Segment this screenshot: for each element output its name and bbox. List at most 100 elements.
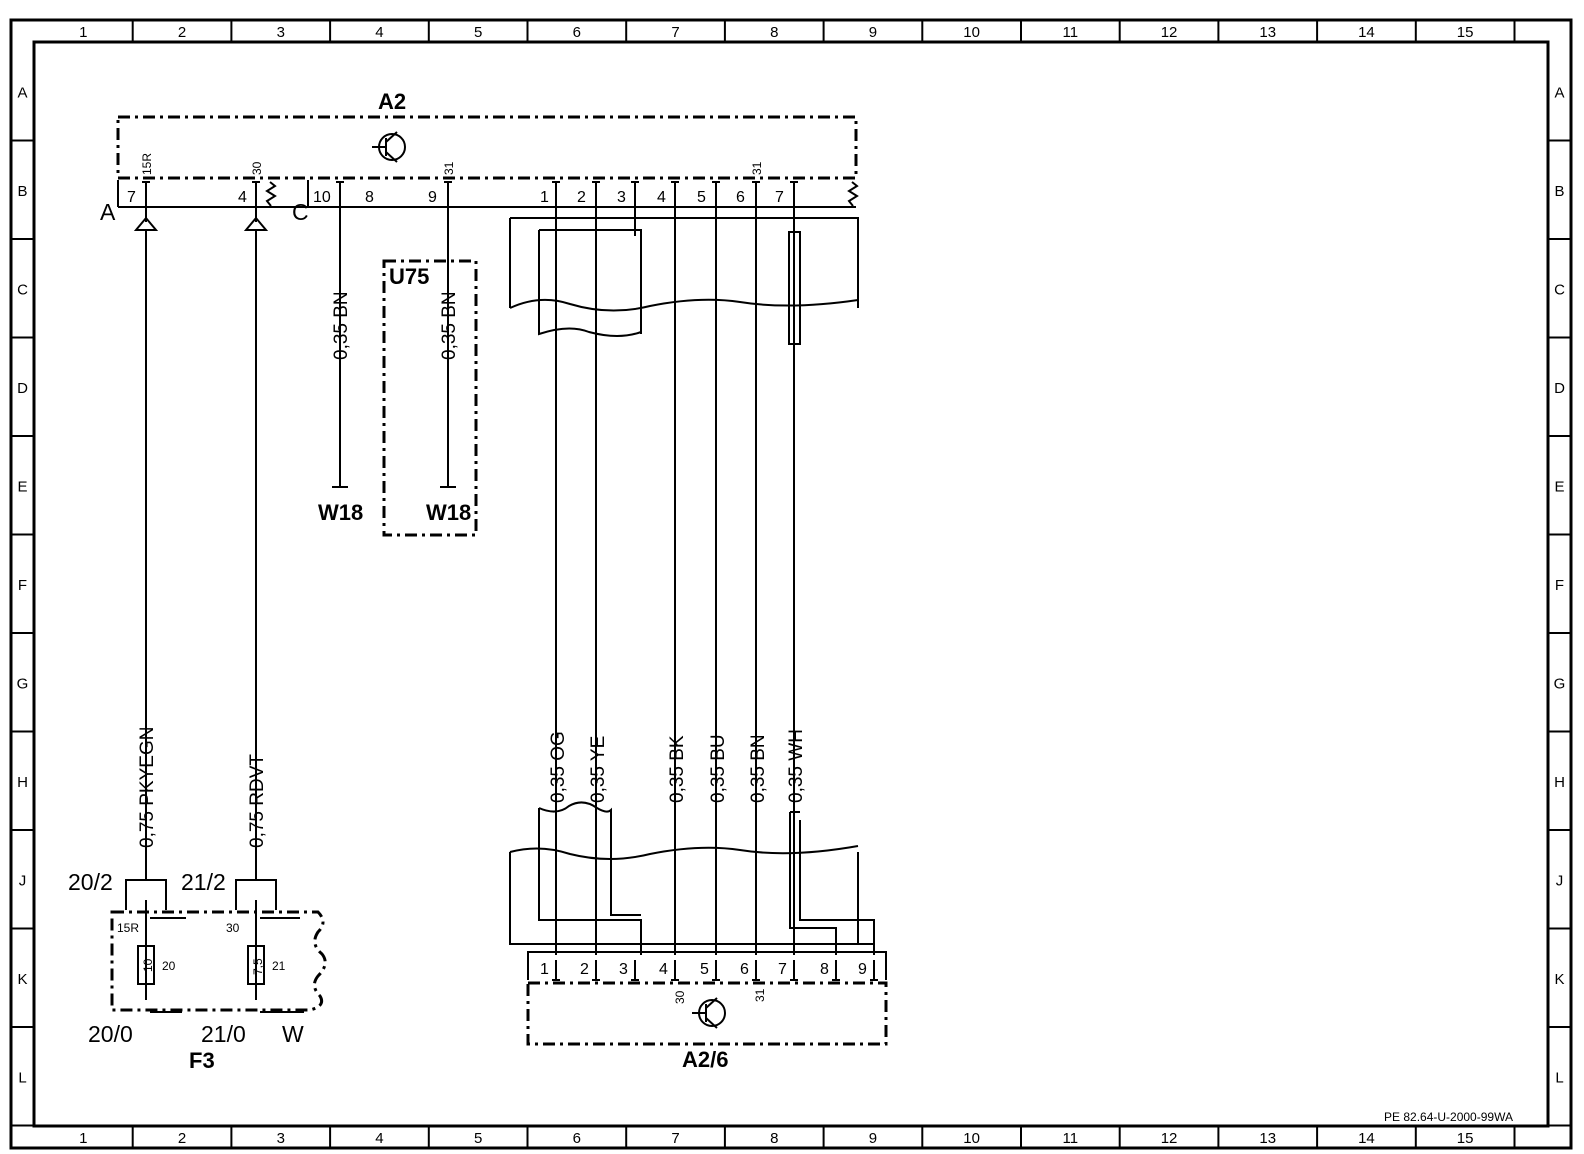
wire-rdvt-label: 0,75 RDVT	[247, 754, 268, 848]
ground-w18-left: W18	[318, 500, 363, 525]
row-marker: K	[1554, 971, 1564, 988]
wire-og-label: 0,35 OG	[548, 731, 569, 803]
drawing-code: PE 82.64-U-2000-99WA	[1384, 1110, 1513, 1124]
pin-terminal	[712, 960, 720, 981]
column-marker: 8	[770, 1130, 778, 1147]
column-marker: 10	[963, 24, 980, 41]
a2-6-term-30: 30	[673, 990, 687, 1004]
fuse1-term: 15R	[117, 921, 139, 935]
column-marker: 9	[869, 24, 877, 41]
component-a2: A2 A C 7 4	[100, 89, 859, 225]
term-15r: 15R	[140, 153, 154, 175]
column-marker: 14	[1358, 24, 1375, 41]
row-marker: C	[17, 281, 28, 298]
row-marker: C	[1554, 281, 1565, 298]
pin-c8: 8	[365, 189, 374, 206]
pin-terminal	[870, 960, 878, 981]
wire-wh-label: 0,35 WH	[786, 729, 807, 803]
wire-bu-label: 0,35 BU	[708, 734, 729, 803]
pin-a4: 4	[238, 189, 247, 206]
row-marker: G	[17, 675, 29, 692]
a2-6-term-31: 31	[753, 988, 767, 1002]
fuse1-rating: 10	[141, 958, 155, 972]
fuse2-bottom-label: 21/0	[201, 1021, 246, 1047]
a2-6-label: A2/6	[682, 1047, 728, 1072]
pin-terminal	[631, 960, 639, 981]
transistor-icon	[692, 997, 726, 1029]
column-marker: 6	[573, 24, 581, 41]
row-marker: D	[1554, 380, 1565, 397]
column-marker: 8	[770, 24, 778, 41]
a2-6-pin-number: 5	[700, 961, 709, 978]
row-marker: B	[17, 183, 27, 200]
a2-6-pin-number: 1	[540, 961, 549, 978]
row-marker: H	[1554, 774, 1565, 791]
row-marker: B	[1554, 183, 1564, 200]
wire-bn-left-group: 0,35 BN W18	[318, 207, 363, 525]
term-30: 30	[250, 161, 264, 175]
row-marker: H	[17, 774, 28, 791]
pin-r7: 7	[775, 189, 784, 206]
column-marker: 11	[1063, 1130, 1079, 1147]
column-marker: 2	[178, 1130, 186, 1147]
column-marker: 3	[277, 1130, 285, 1147]
fuse2-w-label: W	[282, 1021, 304, 1047]
row-marker: A	[17, 84, 27, 101]
a2-6-pin-number: 4	[659, 961, 668, 978]
wire-bk-label: 0,35 BK	[667, 735, 688, 803]
a2-6-pin-number: 9	[858, 961, 867, 978]
pin-a7: 7	[127, 189, 136, 206]
component-u75: U75 0,35 BN W18	[382, 207, 478, 537]
component-f3: 20/2 21/2 10 7,5 20 21 15R 30 20/0 21/0 …	[68, 869, 327, 1073]
column-marker: 1	[79, 24, 87, 41]
column-marker: 12	[1161, 24, 1178, 41]
fuse2-term: 30	[226, 921, 240, 935]
pin-r1: 1	[540, 189, 549, 206]
wire-labels-right: 0,35 OG 0,35 YE 0,35 BK 0,35 BU 0,35 BN …	[548, 729, 807, 803]
pin-terminal	[671, 960, 679, 981]
column-marker: 9	[869, 1130, 877, 1147]
transistor-icon	[372, 131, 406, 163]
a2-6-pin-number: 6	[740, 961, 749, 978]
column-marker: 15	[1457, 1130, 1474, 1147]
column-marker: 4	[375, 1130, 383, 1147]
wire-rdvt-group: 0,75 RDVT	[243, 207, 269, 880]
row-marker: L	[1555, 1069, 1563, 1086]
pin-r6: 6	[736, 189, 745, 206]
column-marker: 11	[1063, 24, 1079, 41]
row-marker: J	[1556, 872, 1564, 889]
fuse-icon	[247, 945, 265, 985]
fuse1-number: 20	[162, 959, 176, 973]
column-marker: 4	[375, 24, 383, 41]
column-marker: 7	[671, 24, 679, 41]
column-marker: 1	[79, 1130, 87, 1147]
pin-terminal	[790, 960, 798, 981]
column-marker: 3	[277, 24, 285, 41]
column-marker: 14	[1358, 1130, 1375, 1147]
fuse2-top-label: 21/2	[181, 869, 226, 895]
pin-terminal	[752, 960, 760, 981]
f3-label: F3	[189, 1048, 215, 1073]
column-marker: 10	[963, 1130, 980, 1147]
cable-shield-bottom	[509, 801, 875, 955]
row-marker: F	[1555, 577, 1564, 594]
a2-6-pin-number: 8	[820, 961, 829, 978]
column-marker: 12	[1161, 1130, 1178, 1147]
pin-terminal	[592, 960, 600, 981]
row-marker: E	[1554, 478, 1564, 495]
column-marker: 7	[671, 1130, 679, 1147]
column-marker: 6	[573, 1130, 581, 1147]
fuse1-top-label: 20/2	[68, 869, 113, 895]
term-31-r: 31	[750, 161, 764, 175]
fuse1-bottom-label: 20/0	[88, 1021, 133, 1047]
wire-ye-label: 0,35 YE	[588, 736, 609, 803]
connector-c-label: C	[292, 199, 309, 225]
wire-pkyegn-group: 0,75 PKYEGN	[133, 207, 159, 880]
